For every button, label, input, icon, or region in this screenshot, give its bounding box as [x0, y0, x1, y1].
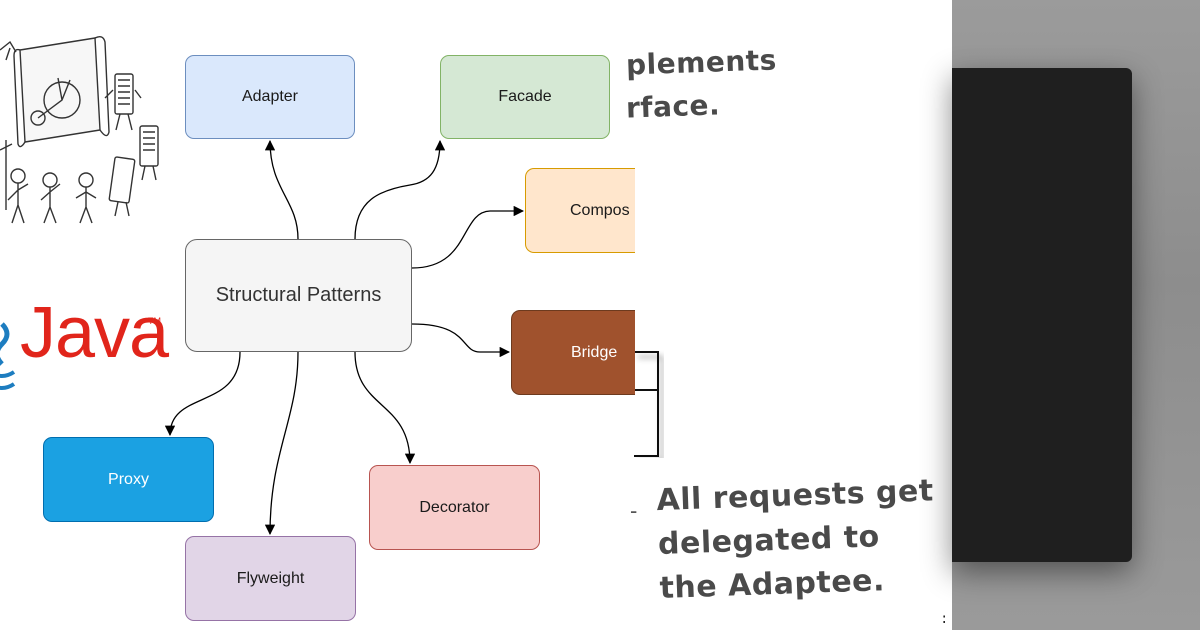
node-flyweight: Flyweight [185, 536, 356, 621]
java-trademark: TM [148, 316, 161, 326]
node-adapter: Adapter [185, 55, 355, 139]
dark-card [952, 68, 1132, 562]
edge-to-adapter [264, 139, 299, 240]
node-proxy: Proxy [43, 437, 214, 522]
java-logo-cup-icon [0, 322, 16, 390]
bridge-bracket [634, 351, 659, 457]
edge-to-flyweight [264, 351, 299, 536]
node-bridge: Bridge [511, 310, 635, 395]
node-composite: Compos [525, 168, 635, 253]
handwritten-line-1: plements [625, 43, 778, 82]
node-facade: Facade [440, 55, 610, 139]
handwritten-callout: All requests get delegated to the Adapte… [655, 473, 935, 607]
corner-glyph: : [940, 612, 949, 628]
edge-to-decorator [354, 351, 416, 465]
handwritten-dash: - [630, 498, 638, 523]
java-logo-text: Java [20, 293, 169, 373]
edge-to-bridge [411, 323, 511, 358]
blueprint-illustration-icon [0, 35, 159, 224]
diagram-edges [164, 139, 525, 536]
edge-to-facade [354, 139, 446, 240]
node-structural-patterns: Structural Patterns [185, 239, 412, 352]
edge-to-proxy [164, 351, 241, 437]
edge-to-composite [411, 205, 525, 269]
node-decorator: Decorator [369, 465, 540, 550]
